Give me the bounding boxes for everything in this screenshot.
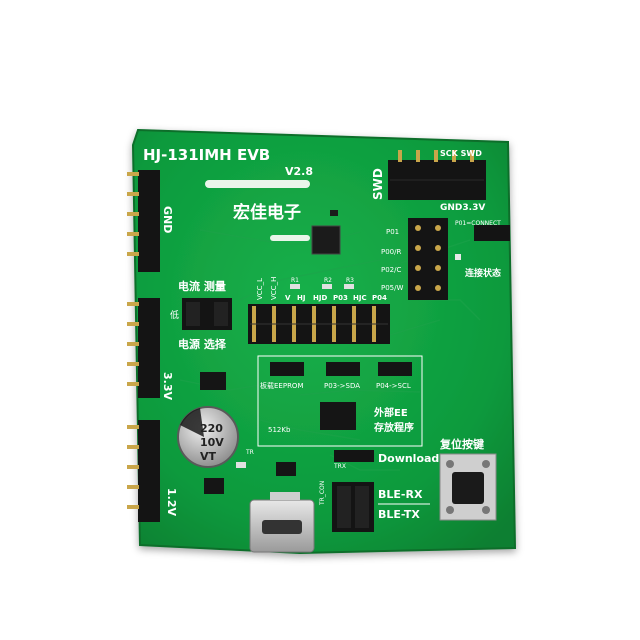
label-33v-left: 3.3V [161, 372, 174, 400]
left-header-33v [127, 298, 160, 398]
board-version: V2.8 [285, 165, 313, 178]
label-row-hjd: HJD [313, 294, 327, 302]
transistor-1 [276, 462, 296, 476]
label-connect-state: 连接状态 [465, 267, 501, 279]
label-row-p03: P03 [333, 294, 348, 302]
swd-header [388, 150, 486, 200]
silk-bar-top [205, 180, 310, 188]
label-gnd33: GND3.3V [440, 203, 485, 213]
board-title: HJ-131IMH EVB [143, 146, 270, 164]
cap-voltage: 10V [200, 436, 224, 449]
label-reset: 复位按键 [439, 437, 485, 451]
label-r2: R2 [324, 277, 332, 284]
label-p05w: P05/W [381, 284, 403, 292]
trx-jumper [334, 450, 374, 462]
label-vcc-h: VCC_H [270, 277, 278, 300]
label-row-v: V [285, 294, 291, 302]
label-di: 低 [170, 309, 179, 321]
eeprom-jumpers [270, 362, 412, 376]
connect-jumper [474, 225, 510, 241]
label-p01: P01 [386, 228, 399, 236]
diode-1 [236, 462, 246, 468]
label-download: Download [378, 452, 439, 465]
label-r3: R3 [346, 277, 354, 284]
brand-name: 宏佳电子 [233, 202, 301, 223]
current-jumper [182, 298, 232, 330]
label-swd: SWD [371, 168, 385, 200]
electrolytic-capacitor [177, 406, 239, 468]
left-header-gnd [127, 170, 160, 272]
label-trx: TRX [333, 463, 346, 470]
label-vcc-l: VCC_L [256, 278, 264, 300]
label-tr-con: TR_CON [319, 481, 326, 506]
label-power-select: 电源 选择 [178, 337, 227, 351]
label-p00r: P00/R [381, 248, 401, 256]
resistor-r2 [322, 284, 332, 289]
eeprom-chip [320, 402, 356, 430]
resistor-r3 [344, 284, 354, 289]
reset-button[interactable] [439, 453, 497, 521]
label-p01-connect: P01=CONNECT [455, 220, 501, 227]
resistor-r1 [290, 284, 300, 289]
label-current-measure: 电流 测量 [178, 279, 226, 293]
label-512kb: 512Kb [268, 426, 291, 434]
label-ble-rx: BLE-RX [378, 488, 423, 501]
cap-series: VT [200, 450, 217, 463]
cap-value: 220 [200, 422, 223, 435]
regulator [200, 372, 226, 390]
label-row-hjc: HJC [353, 294, 367, 302]
port-header [408, 218, 448, 300]
main-pin-header [248, 304, 390, 344]
connect-led [455, 254, 461, 260]
label-p02c: P02/C [381, 266, 401, 274]
label-row-p04: P04 [372, 294, 387, 302]
label-sck-swd: SCK SWD [440, 149, 482, 158]
small-ic-top [330, 210, 338, 216]
mcu-chip [311, 225, 341, 255]
label-store-program: 存放程序 [374, 421, 414, 434]
left-header-12v [127, 420, 160, 522]
label-p03-sda: P03->SDA [324, 382, 360, 390]
label-tr: TR [245, 449, 254, 456]
transistor-2 [204, 478, 224, 494]
label-gnd-left: GND [161, 206, 174, 233]
silk-bar-mid [270, 235, 310, 241]
label-row-hj: HJ [297, 294, 305, 302]
label-ble-tx: BLE-TX [378, 508, 420, 521]
ble-header [332, 482, 374, 532]
eeprom-box [257, 355, 423, 447]
label-12v-left: 1.2V [165, 488, 178, 516]
label-r1: R1 [291, 277, 299, 284]
micro-usb-connector [249, 492, 315, 553]
label-ext-ee: 外部EE [373, 406, 408, 419]
label-eeprom: 板载EEPROM [260, 381, 303, 390]
label-p04-scl: P04->SCL [376, 382, 411, 390]
